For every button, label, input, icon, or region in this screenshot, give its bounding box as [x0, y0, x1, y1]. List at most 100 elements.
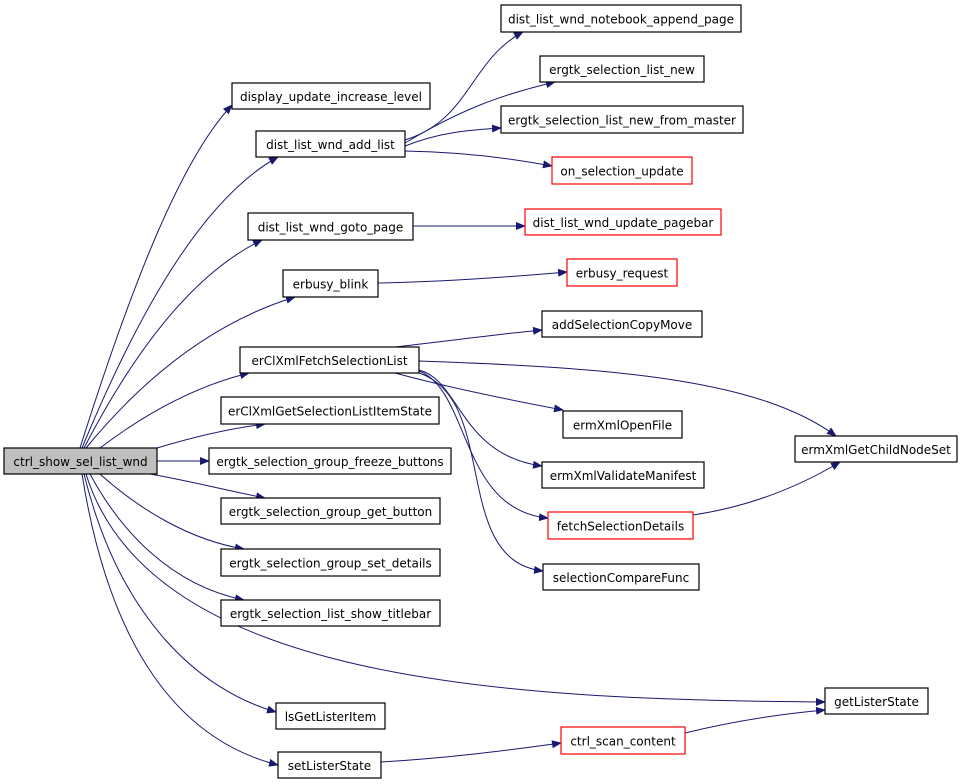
node-ergtk_selection_group_freeze_buttons[interactable]: ergtk_selection_group_freeze_buttons: [208, 447, 452, 475]
node-label: ctrl_scan_content: [570, 735, 676, 749]
node-box[interactable]: [824, 687, 929, 715]
node-label: ergtk_selection_group_get_button: [229, 505, 432, 519]
node-box[interactable]: [500, 4, 742, 33]
node-fetchSelectionDetails[interactable]: fetchSelectionDetails: [547, 511, 694, 540]
node-erbusy_request[interactable]: erbusy_request: [566, 258, 678, 287]
node-box[interactable]: [547, 511, 694, 540]
node-box[interactable]: [231, 82, 431, 110]
node-ergtk_selection_group_set_details[interactable]: ergtk_selection_group_set_details: [220, 548, 441, 577]
node-ermXmlValidateManifest[interactable]: ermXmlValidateManifest: [541, 461, 705, 489]
edge-ctrl_show_sel_list_wnd-to-display_update_increase_level: [79, 104, 233, 449]
node-label: ergtk_selection_group_set_details: [229, 557, 431, 571]
node-label: erClXmlFetchSelectionList: [251, 354, 407, 368]
edge-erClXmlFetchSelectionList-to-selectionCompareFunc: [418, 372, 544, 574]
node-label: ergtk_selection_list_new_from_master: [508, 114, 736, 128]
node-label: ergtk_selection_list_new: [549, 63, 695, 77]
node-box[interactable]: [220, 548, 441, 577]
node-label: erbusy_blink: [293, 278, 369, 292]
edge-ctrl_show_sel_list_wnd-to-ergtk_selection_list_show_titlebar: [89, 473, 245, 603]
node-ctrl_show_sel_list_wnd[interactable]: ctrl_show_sel_list_wnd: [3, 447, 158, 475]
node-ergtk_selection_group_get_button[interactable]: ergtk_selection_group_get_button: [220, 497, 441, 525]
edge-ctrl_scan_content-to-getListerState: [684, 706, 826, 734]
node-addSelectionCopyMove[interactable]: addSelectionCopyMove: [541, 310, 703, 338]
node-box[interactable]: [282, 269, 379, 298]
edges-layer: [79, 31, 841, 767]
node-box[interactable]: [3, 447, 158, 475]
node-box[interactable]: [255, 130, 406, 158]
edge-ctrl_show_sel_list_wnd-to-erClXmlFetchSelectionList: [99, 371, 250, 449]
edge-setListerState-to-ctrl_scan_content: [380, 740, 562, 763]
node-on_selection_update[interactable]: on_selection_update: [551, 156, 693, 185]
node-ermXmlOpenFile[interactable]: ermXmlOpenFile: [562, 410, 683, 439]
node-lsGetListerItem[interactable]: lsGetListerItem: [275, 702, 386, 730]
node-box[interactable]: [539, 55, 705, 83]
node-box[interactable]: [551, 156, 693, 185]
node-box[interactable]: [560, 726, 686, 755]
node-box[interactable]: [541, 461, 705, 489]
edge-dist_list_wnd_add_list-to-ergtk_selection_list_new_from_master: [404, 124, 502, 147]
node-erbusy_blink[interactable]: erbusy_blink: [282, 269, 379, 298]
edge-ctrl_show_sel_list_wnd-to-erClXmlGetSelectionListItemState: [156, 421, 266, 449]
edge-erClXmlFetchSelectionList-to-ermXmlGetChildNodeSet: [418, 360, 837, 437]
node-label: ctrl_show_sel_list_wnd: [13, 455, 147, 469]
node-label: ermXmlGetChildNodeSet: [801, 443, 951, 457]
node-label: ergtk_selection_group_freeze_buttons: [216, 455, 443, 469]
node-label: getListerState: [834, 695, 919, 709]
node-box[interactable]: [239, 346, 420, 374]
node-box[interactable]: [247, 212, 414, 241]
node-box[interactable]: [275, 702, 386, 730]
node-label: ergtk_selection_list_show_titlebar: [230, 607, 431, 621]
node-box[interactable]: [562, 410, 683, 439]
node-box[interactable]: [794, 435, 958, 463]
node-ergtk_selection_list_new[interactable]: ergtk_selection_list_new: [539, 55, 705, 83]
node-erClXmlFetchSelectionList[interactable]: erClXmlFetchSelectionList: [239, 346, 420, 374]
node-label: fetchSelectionDetails: [557, 520, 684, 534]
node-dist_list_wnd_add_list[interactable]: dist_list_wnd_add_list: [255, 130, 406, 158]
edge-dist_list_wnd_add_list-to-on_selection_update: [404, 150, 553, 169]
edge-erClXmlFetchSelectionList-to-ermXmlOpenFile: [394, 372, 564, 413]
node-ctrl_scan_content[interactable]: ctrl_scan_content: [560, 726, 686, 755]
node-box[interactable]: [220, 599, 441, 627]
node-ergtk_selection_list_show_titlebar[interactable]: ergtk_selection_list_show_titlebar: [220, 599, 441, 627]
node-box[interactable]: [208, 447, 452, 475]
node-box[interactable]: [277, 751, 382, 779]
node-setListerState[interactable]: setListerState: [277, 751, 382, 779]
node-label: dist_list_wnd_notebook_append_page: [508, 13, 734, 27]
node-box[interactable]: [220, 396, 440, 425]
node-box[interactable]: [541, 310, 703, 338]
node-erClXmlGetSelectionListItemState[interactable]: erClXmlGetSelectionListItemState: [220, 396, 440, 425]
node-label: erClXmlGetSelectionListItemState: [228, 405, 432, 419]
edge-ctrl_show_sel_list_wnd-to-lsGetListerItem: [83, 473, 277, 714]
edge-ctrl_show_sel_list_wnd-to-dist_list_wnd_add_list: [81, 156, 279, 449]
node-dist_list_wnd_update_pagebar[interactable]: dist_list_wnd_update_pagebar: [524, 208, 722, 236]
node-box[interactable]: [542, 563, 700, 591]
node-ergtk_selection_list_new_from_master[interactable]: ergtk_selection_list_new_from_master: [500, 105, 744, 134]
node-display_update_increase_level[interactable]: display_update_increase_level: [231, 82, 431, 110]
edge-ctrl_show_sel_list_wnd-to-setListerState: [81, 473, 279, 767]
node-selectionCompareFunc[interactable]: selectionCompareFunc: [542, 563, 700, 591]
node-label: on_selection_update: [560, 165, 683, 179]
node-getListerState[interactable]: getListerState: [824, 687, 929, 715]
edge-erClXmlFetchSelectionList-to-addSelectionCopyMove: [394, 326, 543, 348]
node-label: addSelectionCopyMove: [552, 318, 693, 332]
node-label: display_update_increase_level: [240, 90, 422, 104]
nodes-layer: ctrl_show_sel_list_wnd display_update_inc…: [3, 4, 958, 779]
node-dist_list_wnd_notebook_append_page[interactable]: dist_list_wnd_notebook_append_page: [500, 4, 742, 33]
node-box[interactable]: [220, 497, 441, 525]
node-label: erbusy_request: [576, 267, 669, 281]
node-ermXmlGetChildNodeSet[interactable]: ermXmlGetChildNodeSet: [794, 435, 958, 463]
node-box[interactable]: [566, 258, 678, 287]
edge-erbusy_blink-to-erbusy_request: [377, 268, 568, 284]
edge-erClXmlFetchSelectionList-to-fetchSelectionDetails: [418, 370, 549, 522]
node-dist_list_wnd_goto_page[interactable]: dist_list_wnd_goto_page: [247, 212, 414, 241]
node-label: ermXmlValidateManifest: [550, 469, 697, 483]
edge-erClXmlFetchSelectionList-to-ermXmlValidateManifest: [418, 369, 543, 469]
node-label: ermXmlOpenFile: [573, 419, 672, 433]
node-label: dist_list_wnd_goto_page: [258, 221, 404, 235]
edge-ctrl_show_sel_list_wnd-to-dist_list_wnd_goto_page: [83, 239, 263, 449]
node-box[interactable]: [500, 105, 744, 134]
node-box[interactable]: [524, 208, 722, 236]
edge-ctrl_show_sel_list_wnd-to-ergtk_selection_group_get_button: [149, 473, 266, 501]
node-label: dist_list_wnd_update_pagebar: [533, 216, 714, 230]
